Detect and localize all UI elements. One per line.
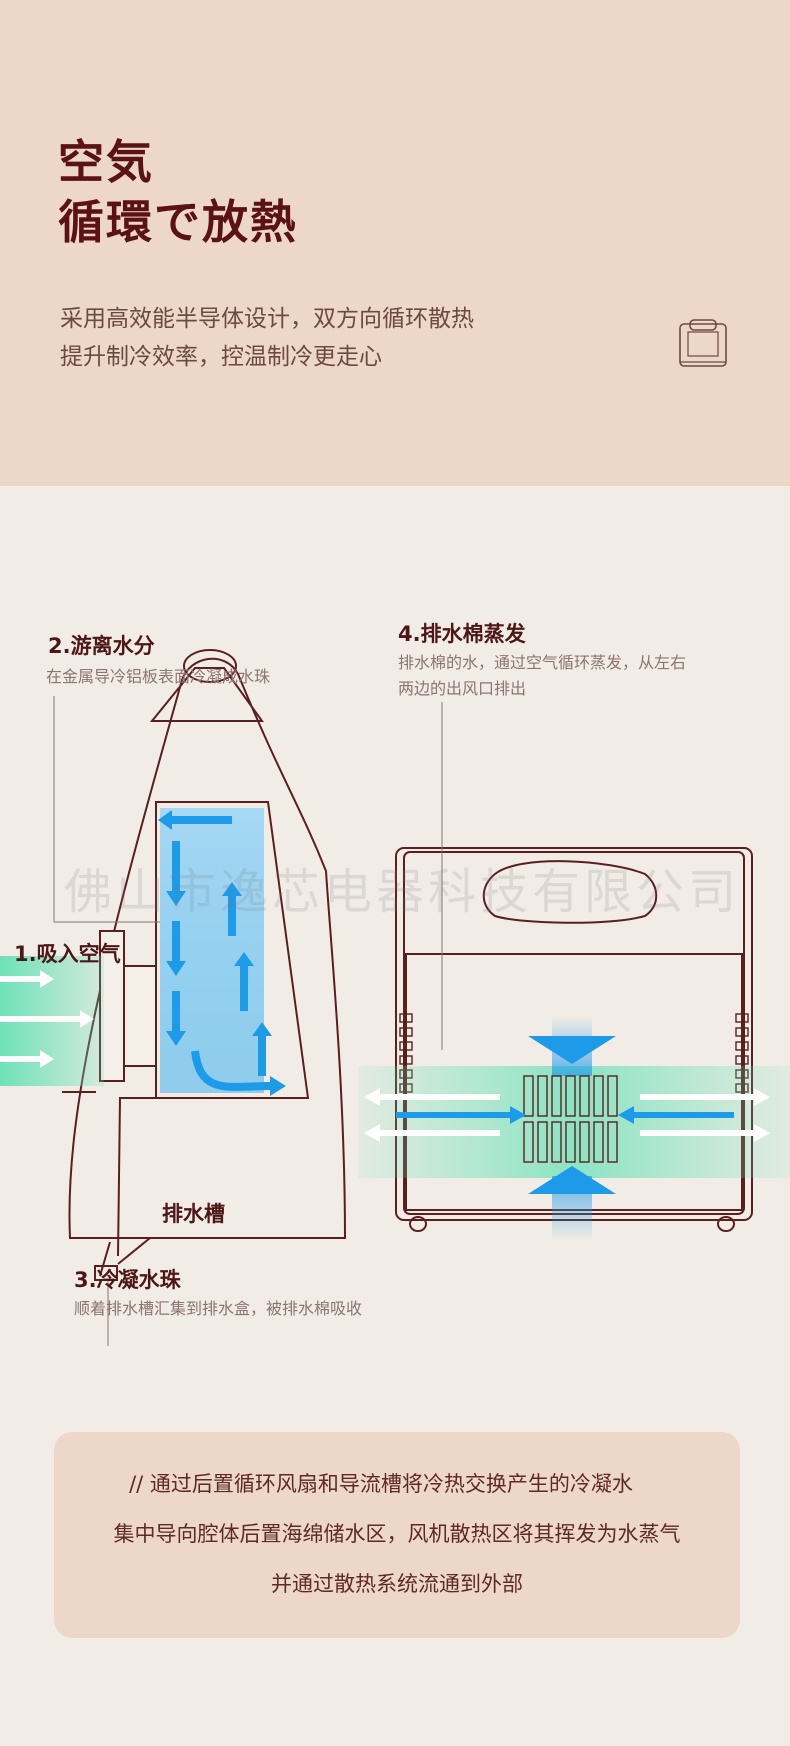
company-watermark: 佛山市逸芯电器科技有限公司: [64, 864, 741, 920]
drain-groove-label: 排水槽: [162, 1202, 225, 1226]
note-line2: 集中导向腔体后置海绵储水区，风机散热区将其挥发为水蒸气: [113, 1522, 681, 1546]
step4-desc-line2: 两边的出风口排出: [398, 679, 527, 698]
hero-section: 空気 循環で放熱 采用高效能半导体设计，双方向循环散热 提升制冷效率，控温制冷更…: [0, 0, 790, 486]
step3-title: 3.冷凝水珠: [74, 1268, 181, 1292]
note-line1: // 通过后置循环风扇和导流槽将冷热交换产生的冷凝水: [129, 1472, 633, 1496]
airflow-diagram: 2.游离水分 在金属导冷铝板表面冷凝成水珠 1.吸入空气 排水槽 3.冷凝水珠 …: [0, 486, 790, 1446]
step2-title: 2.游离水分: [48, 634, 155, 658]
step2-desc: 在金属导冷铝板表面冷凝成水珠: [46, 667, 271, 686]
hero-title-line2: 循環で放熱: [58, 195, 298, 249]
step3-desc: 顺着排水槽汇集到排水盒，被排水棉吸收: [74, 1299, 363, 1318]
step4-title: 4.排水棉蒸发: [398, 622, 526, 646]
step4-desc-line1: 排水棉的水，通过空气循环蒸发，从左右: [398, 653, 687, 672]
intake-air-arrows: [0, 956, 104, 1086]
cooling-airflow-arrows: [158, 810, 286, 1096]
diagram-drawing: [0, 649, 790, 1346]
explanation-note: // 通过后置循环风扇和导流槽将冷热交换产生的冷凝水 集中导向腔体后置海绵储水区…: [54, 1432, 740, 1638]
note-line3: 并通过散热系统流通到外部: [271, 1572, 523, 1596]
exhaust-airflow: [358, 1016, 790, 1240]
outflow-arrows: [364, 1088, 770, 1142]
hero-title-line1: 空気: [58, 135, 154, 189]
step1-title: 1.吸入空气: [14, 942, 121, 966]
step2-leader-line: [53, 696, 160, 923]
hero-description: 采用高效能半导体设计，双方向循环散热 提升制冷效率，控温制冷更走心: [60, 300, 474, 376]
hero-desc-line2: 提升制冷效率，控温制冷更走心: [60, 344, 382, 370]
hero-desc-line1: 采用高效能半导体设计，双方向循环散热: [60, 306, 474, 332]
hero-title: 空気 循環で放熱: [58, 132, 298, 252]
center-grille: [523, 1075, 618, 1163]
heater-device-icon: [679, 319, 727, 367]
step4-desc: 排水棉的水，通过空气循环蒸发，从左右 两边的出风口排出: [398, 650, 686, 702]
